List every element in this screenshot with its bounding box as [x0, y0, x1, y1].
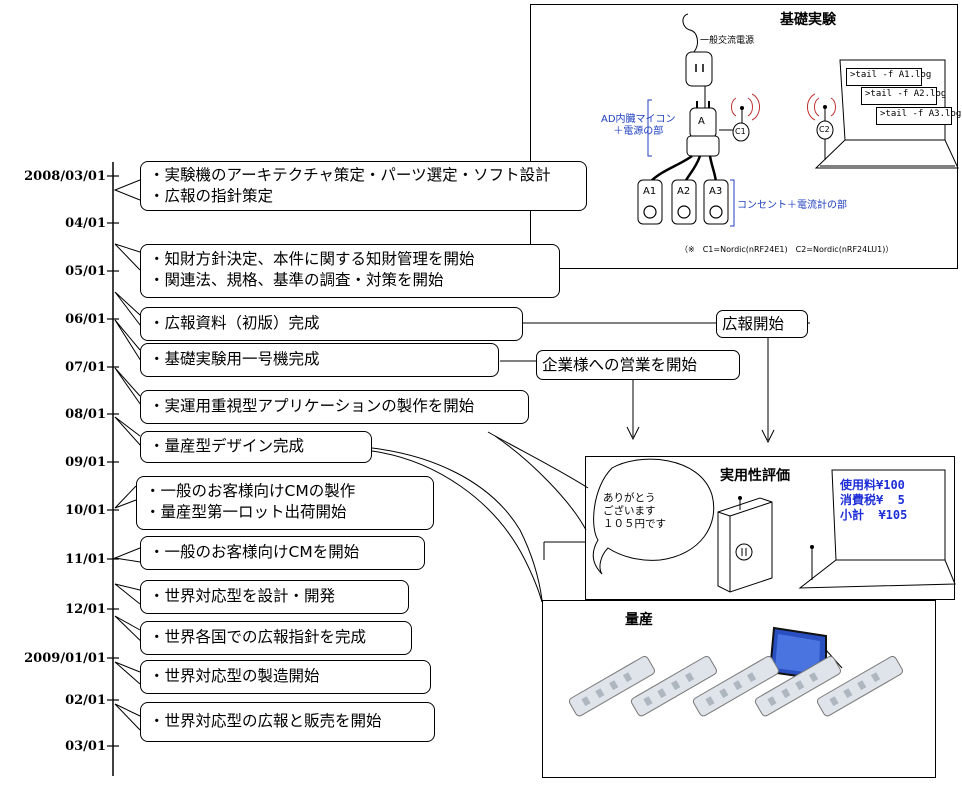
price-line-tax: 消費税¥ 5	[840, 493, 905, 507]
date-label: 06/01	[65, 312, 106, 327]
timeline-event: ・基礎実験用一号機完成	[140, 343, 499, 377]
price-display: 使用料¥100 消費税¥ 5 小計 ¥105	[840, 478, 907, 523]
event-line: ・一般のお客様向けCMの製作	[145, 482, 356, 500]
date-label: 2009/01/01	[24, 651, 106, 666]
timeline-event: ・一般のお客様向けCMを開始	[140, 536, 425, 570]
speech-line: １０５円です	[603, 518, 666, 530]
basic-experiment-title: 基礎実験	[780, 12, 836, 28]
event-line: ・世界対応型の製造開始	[149, 667, 320, 685]
event-line: ・実運用重視型アプリケーションの製作を開始	[149, 397, 475, 415]
speech-line: ありがとう	[603, 492, 656, 504]
event-line: ・関連法、規格、基準の調査・対策を開始	[149, 271, 444, 289]
timeline-event: ・一般のお客様向けCMの製作 ・量産型第一ロット出荷開始	[136, 476, 434, 530]
practical-evaluation-title: 実用性評価	[720, 468, 790, 484]
outlet-a1-label: A1	[643, 186, 657, 197]
event-line: ・量産型第一ロット出荷開始	[145, 503, 347, 521]
price-line-usage: 使用料¥100	[840, 478, 905, 492]
outlet-a3-label: A3	[709, 186, 723, 197]
event-line: ・知財方針決定、本件に関する知財管理を開始	[149, 250, 475, 268]
event-line: ・量産型デザイン完成	[149, 437, 305, 455]
event-line: ・世界対応型の広報と販売を開始	[149, 712, 382, 730]
mcu-section-label: AD内臓マイコン ＋電源の部	[601, 114, 676, 138]
mcu-section-line: ＋電源の部	[613, 126, 664, 137]
date-label: 02/01	[65, 693, 106, 708]
date-label: 09/01	[65, 455, 106, 470]
sales-start-label: 企業様への営業を開始	[536, 350, 740, 380]
timeline-event: ・実験機のアーキテクチャ策定・パーツ選定・ソフト設計 ・広報の指針策定	[140, 161, 587, 211]
event-line: ・広報資料（初版）完成	[149, 314, 320, 332]
timeline-event: ・実運用重視型アプリケーションの製作を開始	[140, 390, 529, 424]
timeline-event: ・世界対応型を設計・開発	[140, 580, 409, 614]
date-label: 07/01	[65, 360, 106, 375]
outlet-section-label: コンセント＋電流計の部	[737, 200, 847, 211]
log-window-a2: >tail -f A2.log	[861, 87, 946, 105]
timeline-event: ・世界対応型の広報と販売を開始	[140, 702, 435, 742]
c1-label: C1	[735, 127, 746, 136]
date-label: 08/01	[65, 407, 106, 422]
module-note: （※ C1=Nordic(nRF24E1) C2=Nordic(nRF24LU1…	[680, 245, 894, 254]
date-label: 04/01	[65, 216, 106, 231]
event-line: ・基礎実験用一号機完成	[149, 350, 320, 368]
mass-production-title: 量産	[625, 612, 653, 628]
event-line: ・世界対応型を設計・開発	[149, 587, 336, 605]
price-line-subtotal: 小計 ¥105	[840, 508, 908, 522]
date-label: 11/01	[65, 552, 106, 567]
date-label: 05/01	[65, 264, 106, 279]
date-label: 03/01	[65, 739, 106, 754]
timeline-event: ・広報資料（初版）完成	[140, 307, 523, 341]
timeline-event: ・世界各国での広報指針を完成	[140, 621, 412, 655]
timeline-event: ・世界対応型の製造開始	[140, 660, 431, 694]
log-window-a1: >tail -f A1.log	[846, 68, 931, 86]
event-line: ・世界各国での広報指針を完成	[149, 628, 367, 646]
log-window-a3: >tail -f A3.log	[876, 107, 961, 125]
basic-experiment-panel	[530, 4, 958, 269]
practical-evaluation-panel	[585, 456, 955, 600]
pr-start-label: 広報開始	[716, 310, 808, 338]
event-line: ・一般のお客様向けCMを開始	[149, 543, 360, 561]
date-label: 2008/03/01	[24, 169, 106, 184]
date-label: 10/01	[65, 503, 106, 518]
node-a-label: A	[698, 116, 705, 127]
power-source-label: 一般交流電源	[700, 36, 755, 46]
speech-bubble-text: ありがとう ございます １０５円です	[603, 492, 666, 531]
outlet-a2-label: A2	[677, 186, 691, 197]
event-line: ・実験機のアーキテクチャ策定・パーツ選定・ソフト設計	[149, 166, 551, 184]
event-line: ・広報の指針策定	[149, 187, 274, 205]
c2-label: C2	[819, 125, 830, 134]
mcu-section-line: AD内臓マイコン	[601, 114, 676, 125]
timeline-event: ・知財方針決定、本件に関する知財管理を開始 ・関連法、規格、基準の調査・対策を開…	[140, 244, 560, 298]
mass-production-panel	[542, 600, 936, 778]
timeline-event: ・量産型デザイン完成	[140, 431, 372, 463]
speech-line: ございます	[603, 505, 656, 517]
date-label: 12/01	[65, 602, 106, 617]
